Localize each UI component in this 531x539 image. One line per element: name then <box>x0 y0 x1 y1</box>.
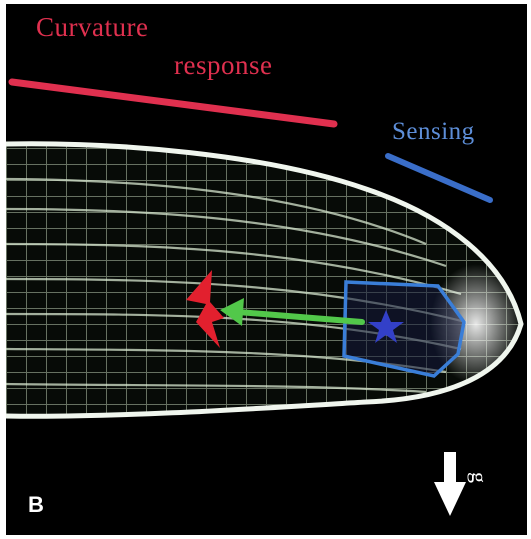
micrograph-panel: Curvature response Sensing B g <box>6 4 527 535</box>
curvature-zone-line <box>12 82 334 124</box>
micrograph-svg <box>6 4 527 535</box>
sensing-zone-line <box>388 156 490 200</box>
sensing-label: Sensing <box>392 118 475 146</box>
curvature-label: Curvature <box>36 12 148 43</box>
panel-letter: B <box>28 492 44 518</box>
down-arrow-icon <box>434 452 466 516</box>
response-label: response <box>174 50 272 81</box>
gravity-label: g <box>466 472 492 484</box>
root-tip <box>6 134 527 424</box>
